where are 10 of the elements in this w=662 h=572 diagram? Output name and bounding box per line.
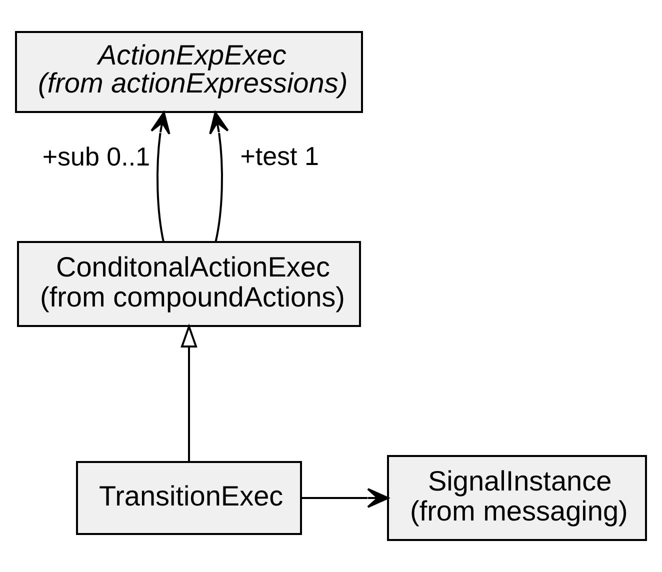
arrow (180, 323, 198, 462)
node-box: ConditonalActionExec (from compoundActions) (17, 241, 361, 327)
node-box: TransitionExec (76, 461, 302, 535)
edge-label: +test 1 (240, 140, 319, 171)
edge-label: +sub 0..1 (42, 141, 150, 172)
arrow (209, 112, 229, 242)
arrow (150, 112, 170, 242)
arrow (301, 488, 389, 508)
node-box: ActionExpExec (from actionExpressions) (15, 31, 363, 113)
node-box: SignalInstance (from messaging) (387, 455, 647, 541)
